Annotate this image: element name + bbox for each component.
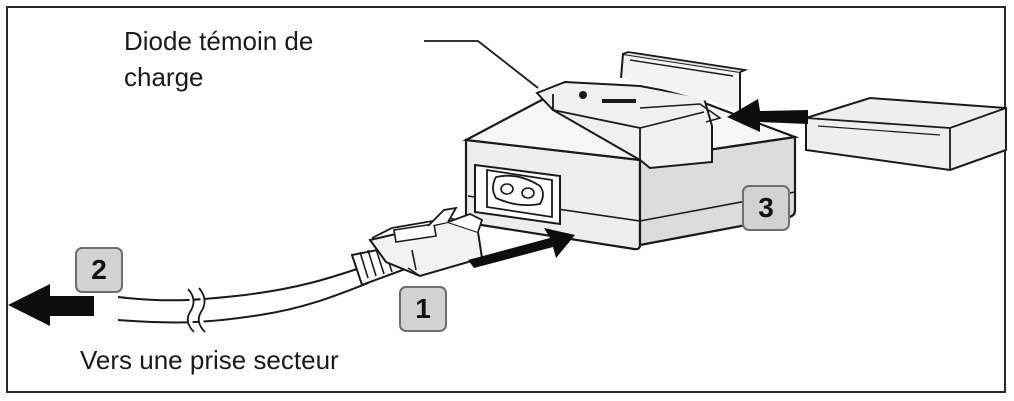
outlet-callout: Vers une prise secteur — [80, 345, 339, 375]
step-3-badge: 3 — [742, 185, 790, 231]
to-outlet-arrow — [8, 284, 94, 326]
ac-inlet-socket — [474, 163, 561, 226]
power-cord — [117, 206, 484, 333]
step-1-badge: 1 — [399, 286, 447, 332]
insert-battery-arrow — [727, 99, 808, 132]
battery-pack — [805, 96, 1007, 172]
step-2-badge: 2 — [75, 247, 123, 293]
charge-led — [579, 91, 587, 99]
insert-plug-arrow — [468, 228, 575, 268]
led-callout-line2: charge — [124, 62, 204, 92]
diagram-frame — [6, 6, 1006, 393]
led-callout-line1: Diode témoin de — [124, 26, 314, 56]
led-leader-line — [424, 40, 539, 89]
battery-cradle — [535, 51, 749, 170]
